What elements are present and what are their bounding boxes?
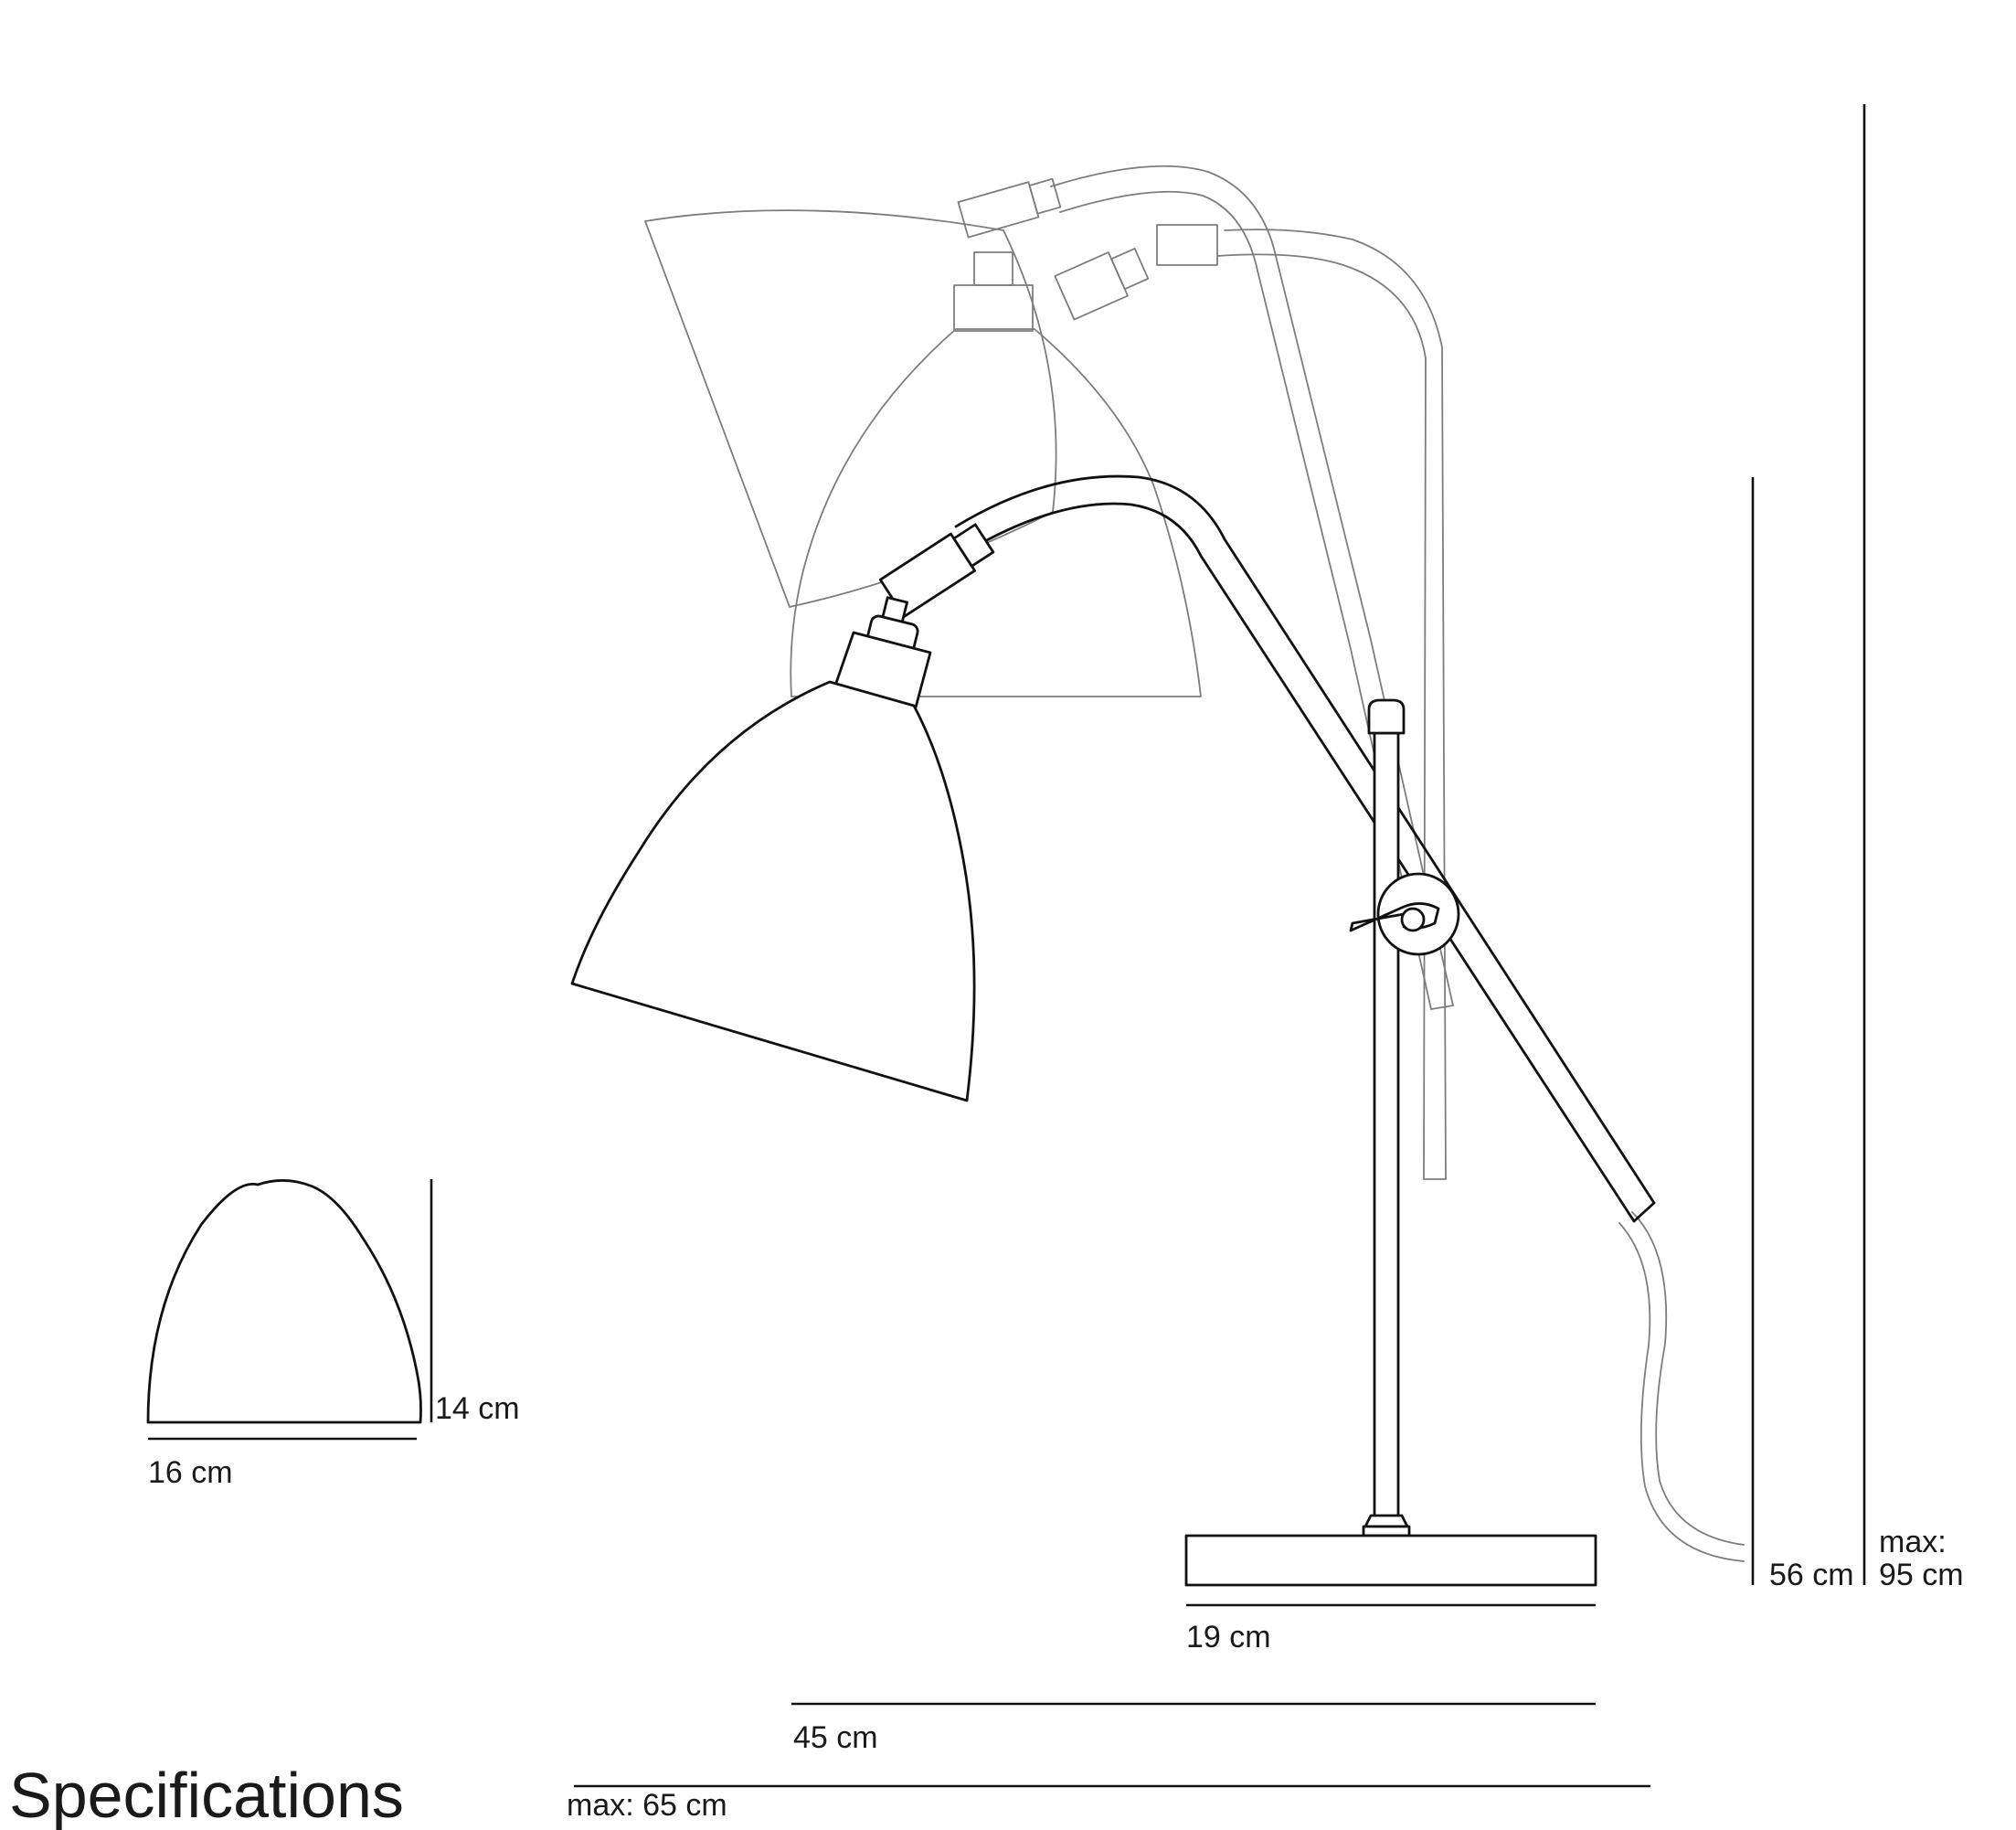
lamp-arm-upper — [954, 474, 1656, 1205]
lamp-post-foot — [1362, 1525, 1411, 1537]
lamp-arm-lower — [967, 502, 1636, 1223]
ghost-shade-tilted — [644, 209, 1057, 608]
ghost-joint-lower — [1054, 248, 1150, 321]
ghost-arm-end-2 — [1430, 1005, 1454, 1010]
lamp-post — [1373, 731, 1400, 1519]
base-width-label: 19 cm — [1186, 1620, 1271, 1654]
height-label: 56 cm — [1769, 1558, 1854, 1592]
max-height-prefix: max: — [1879, 1525, 1947, 1559]
lamp-shade — [570, 680, 976, 1102]
shade-detail-outline — [146, 1179, 422, 1424]
ghost-arm-1-outer — [1050, 165, 1454, 1006]
ghost-joint-side — [1156, 224, 1218, 266]
max-height-label: 95 cm — [1879, 1558, 1964, 1592]
lamp-base — [1184, 1534, 1597, 1587]
ghost-arm-2-outer — [1224, 229, 1447, 1180]
ghost-arm-2-inner — [1216, 253, 1427, 1180]
ghost-socket — [973, 251, 1013, 286]
shade-width-label: 16 cm — [148, 1455, 233, 1490]
max-reach-label: max: 65 cm — [567, 1788, 727, 1823]
shade-height-label: 14 cm — [435, 1391, 520, 1426]
reach-label: 45 cm — [793, 1720, 878, 1755]
power-cord-inner — [1618, 1222, 1745, 1562]
ghost-shade-upright — [790, 328, 1202, 697]
ghost-joint-upper — [957, 177, 1062, 239]
ghost-arm-1-inner — [1059, 190, 1432, 1010]
lamp-post-collar — [1363, 1514, 1409, 1528]
lamp-hub-pin — [1400, 907, 1426, 932]
lamp-post-cap — [1367, 698, 1406, 735]
lamp-arm-joint — [878, 523, 995, 618]
lamp-raised-position — [644, 165, 1454, 1180]
ghost-shade-collar — [953, 284, 1034, 332]
shade-detail — [146, 1179, 433, 1441]
lamp-arm-end — [1632, 1201, 1656, 1223]
page-title: Specifications — [9, 1760, 404, 1830]
lamp-main — [570, 474, 1745, 1587]
power-cord-outer — [1631, 1211, 1745, 1546]
